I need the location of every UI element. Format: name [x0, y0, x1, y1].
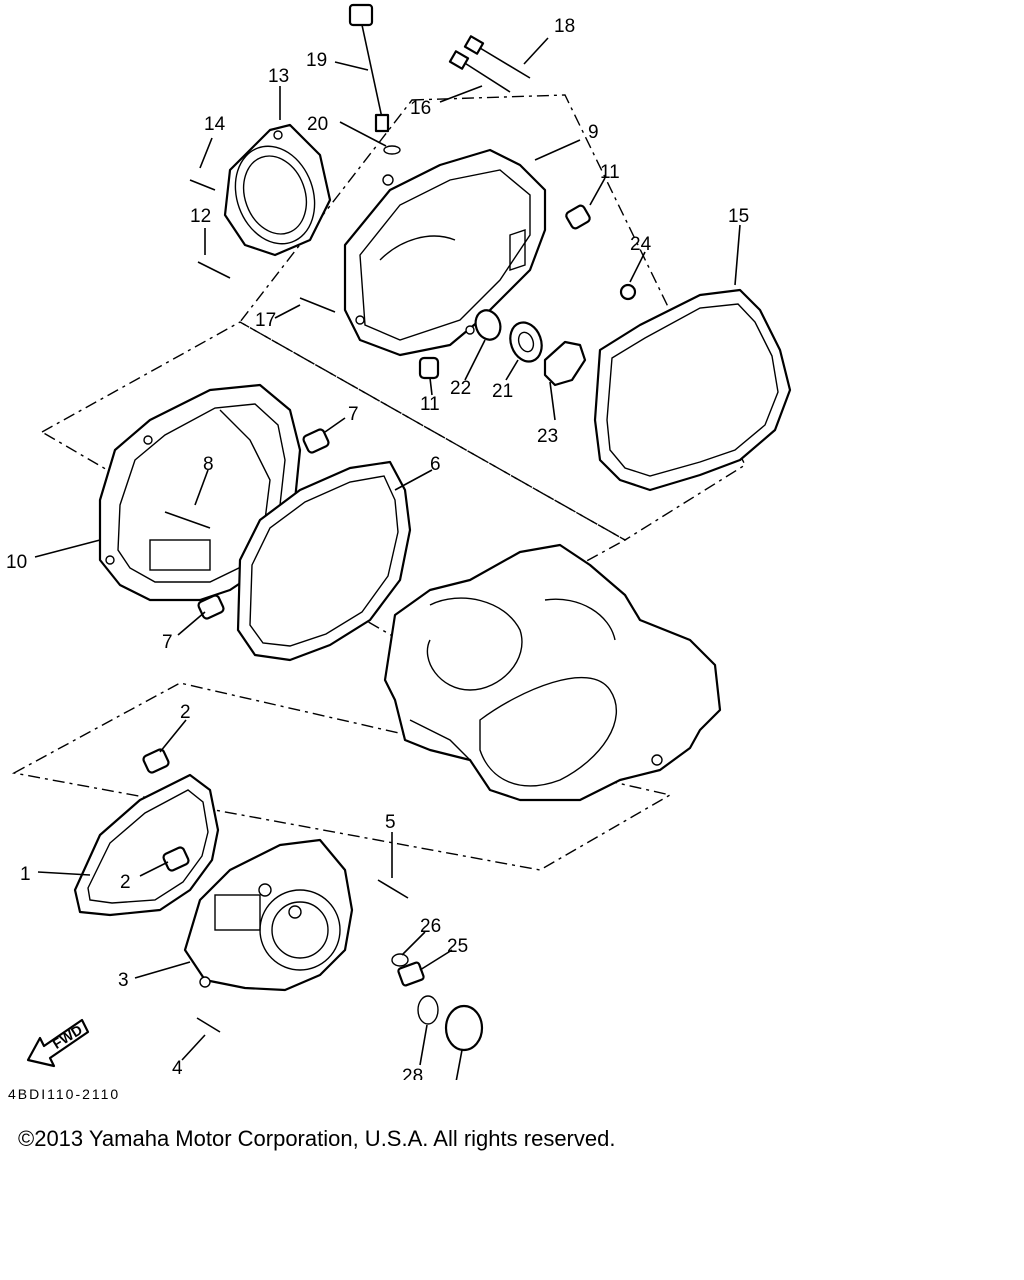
callout-2-lower: 2 — [120, 872, 131, 893]
copyright-notice: ©2013 Yamaha Motor Corporation, U.S.A. A… — [18, 1126, 616, 1151]
callout-4: 4 — [172, 1058, 183, 1079]
callout-12: 12 — [190, 206, 211, 227]
callout-6: 6 — [430, 454, 441, 475]
drawing-code: 4BDI110-2110 — [8, 1086, 121, 1102]
callout-15: 15 — [728, 206, 749, 227]
callout-7-lower: 7 — [162, 632, 173, 653]
callout-11-upper: 11 — [600, 162, 620, 183]
crankcase — [383, 543, 722, 802]
callout-26: 26 — [420, 916, 441, 937]
callout-16: 16 — [410, 98, 431, 119]
gasket-1 — [73, 773, 220, 917]
callout-24: 24 — [630, 234, 652, 255]
leader-lines — [34, 37, 741, 1080]
callout-2-upper: 2 — [180, 702, 191, 723]
callout-1: 1 — [20, 864, 31, 885]
callout-7-upper: 7 — [348, 404, 359, 425]
crankcase-cover-9 — [343, 148, 547, 357]
parts-diagram: FWD 18 19 13 16 20 14 9 11 12 15 24 17 2… — [6, 3, 792, 1080]
outline-lower-group — [11, 682, 672, 871]
callout-25: 25 — [447, 936, 468, 957]
callout-11-lower: 11 — [420, 394, 440, 415]
callout-13: 13 — [268, 66, 289, 87]
callout-23: 23 — [537, 426, 558, 447]
callout-22: 22 — [450, 378, 471, 399]
outline-upper-group — [238, 94, 746, 541]
callout-labels: 18 19 13 16 20 14 9 11 12 15 24 17 22 21… — [6, 16, 749, 1080]
gasket-6 — [236, 460, 412, 662]
fwd-arrow-icon: FWD — [26, 1018, 90, 1068]
callout-9: 9 — [588, 122, 599, 143]
callout-28: 28 — [402, 1066, 423, 1080]
callout-18: 18 — [554, 16, 575, 37]
callout-10: 10 — [6, 552, 27, 573]
callout-21: 21 — [492, 381, 513, 402]
callout-3: 3 — [118, 970, 129, 991]
callout-8: 8 — [203, 454, 214, 475]
gasket-15 — [593, 288, 792, 492]
generator-cover-3 — [183, 838, 354, 992]
callout-19: 19 — [306, 50, 327, 71]
callout-5: 5 — [385, 812, 396, 833]
hardware — [142, 3, 637, 1052]
callout-20: 20 — [307, 114, 328, 135]
assembly-outlines — [11, 94, 746, 871]
callout-14: 14 — [204, 114, 226, 135]
plate-13 — [223, 123, 332, 257]
callout-17: 17 — [255, 310, 276, 331]
